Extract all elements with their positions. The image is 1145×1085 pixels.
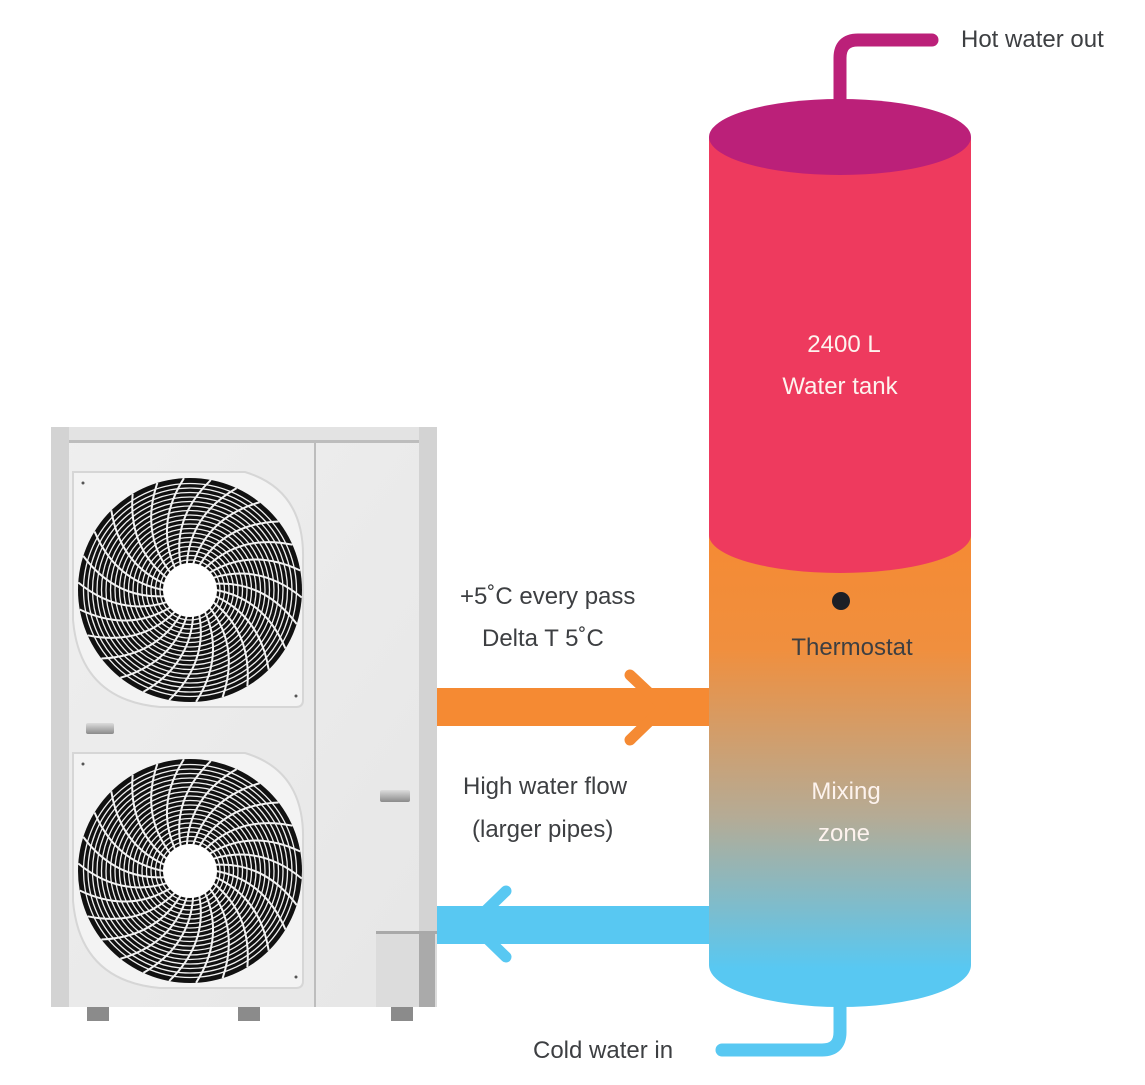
flow-label-line1: +5˚C every pass	[460, 583, 636, 610]
cold-water-in-pipe	[715, 993, 847, 1057]
vent-slot	[86, 723, 114, 734]
unit-foot	[391, 1006, 413, 1021]
return-label-line1: High water flow	[463, 773, 628, 800]
hot-water-out-pipe	[833, 33, 939, 112]
fan-icon	[72, 752, 305, 989]
tank-volume-label: 2400 L	[807, 331, 881, 358]
mixing-zone-label-line2: zone	[817, 820, 871, 847]
fan-icon	[72, 471, 305, 708]
return-label-line2: (larger pipes)	[472, 816, 614, 843]
tank-name-label: Water tank	[782, 373, 898, 400]
thermostat-sensor	[832, 592, 850, 610]
return-pipe	[436, 885, 716, 963]
arrow-left-icon	[466, 885, 512, 963]
fan-hub	[163, 563, 217, 617]
mixing-zone-label-line1: Mixing	[811, 778, 881, 805]
flow-pipe	[436, 669, 716, 746]
heat-pump-unit	[51, 427, 437, 1021]
vent-slot	[380, 790, 410, 802]
thermostat-label: Thermostat	[791, 634, 913, 661]
tank-top	[709, 99, 971, 175]
tank-lower-body	[709, 530, 971, 1007]
arrow-right-icon	[624, 669, 670, 746]
tank-hot-section	[709, 137, 971, 573]
flow-label-line2: Delta T 5˚C	[482, 625, 604, 652]
cold-water-in-label: Cold water in	[533, 1037, 674, 1064]
unit-foot	[238, 1006, 260, 1021]
water-tank	[709, 99, 971, 1007]
fan-hub	[163, 844, 217, 898]
unit-foot	[87, 1006, 109, 1021]
hot-water-out-label: Hot water out	[961, 26, 1104, 53]
